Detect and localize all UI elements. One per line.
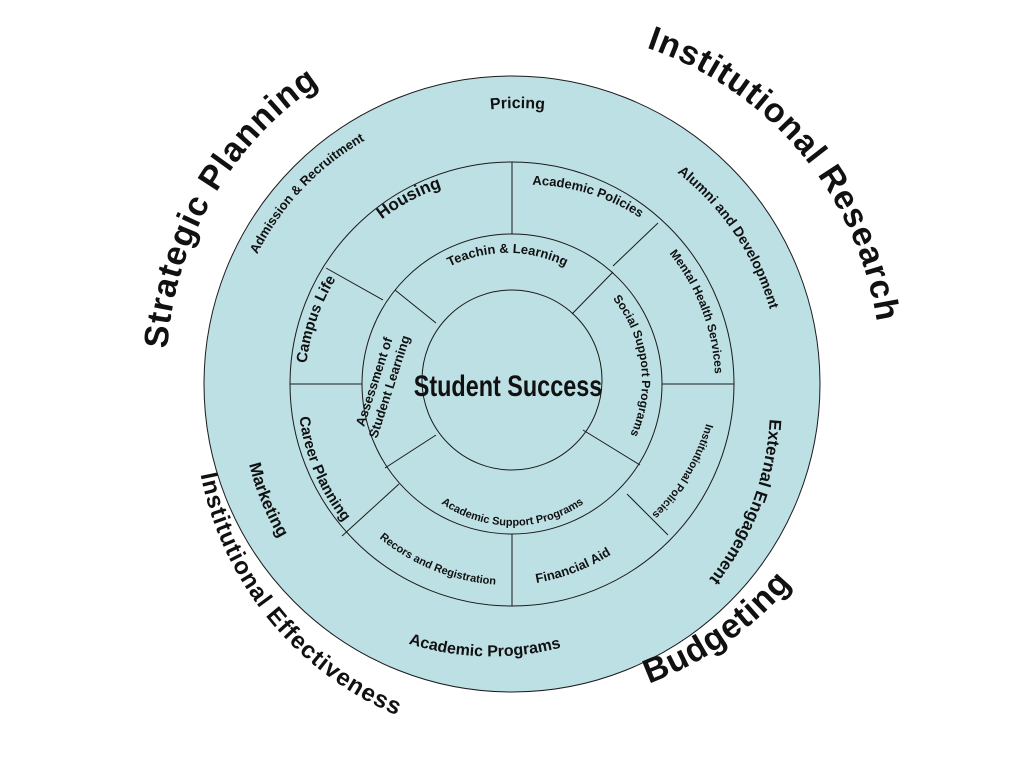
- student-success-label: Student Success: [414, 369, 602, 402]
- middle-ring-dividers: [290, 162, 734, 606]
- inner-ring-dividers: [384, 271, 641, 469]
- center-circle: [421, 289, 603, 471]
- pricing-label: Pricing: [489, 95, 545, 113]
- pricing-text: Pricing: [489, 95, 545, 113]
